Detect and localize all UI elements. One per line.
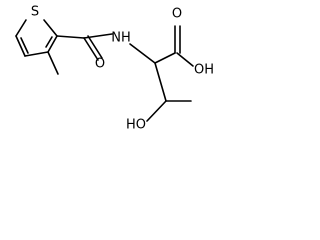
bond-alpha-beta (154, 62, 167, 102)
acid-hydroxyl-label: OH (194, 63, 214, 78)
bond-nh-alpha (129, 43, 156, 64)
bond-c5-c4 (15, 35, 26, 57)
bond-c3-methyl (47, 51, 59, 75)
amide-group (56, 33, 156, 64)
bond-c5-c4-inner (20, 37, 29, 54)
amide-nh-label: NH (111, 31, 131, 46)
bond-alpha-carboxyl (154, 52, 176, 64)
bond-carbonyl-oxygen-1 (83, 37, 99, 61)
bond-c4-c3 (24, 51, 49, 57)
chemical-structure-diagram: S NH O O OH HO (15, 5, 214, 133)
bond-carbonyl-nh (83, 33, 113, 39)
carboxylic-acid-group (154, 25, 194, 67)
bond-carbonyl-oxygen-2 (87, 35, 103, 59)
sulfur-atom-label: S (31, 5, 39, 20)
thiophene-ring (15, 19, 58, 57)
hydroxyethyl-side-chain (146, 62, 192, 122)
alcohol-hydroxyl-label: HO (126, 118, 146, 133)
bond-carboxyl-hydroxyl (176, 52, 194, 67)
acid-oxygen-label: O (172, 7, 182, 22)
bond-c3-c2-inner (45, 36, 53, 48)
bond-c3-c2 (47, 35, 58, 53)
bond-s-c5 (15, 19, 27, 37)
amide-oxygen-label: O (95, 57, 105, 72)
bond-c2-s (43, 19, 58, 37)
bond-beta-hydroxyl (146, 100, 167, 122)
bond-c2-carbonyl (56, 35, 85, 39)
